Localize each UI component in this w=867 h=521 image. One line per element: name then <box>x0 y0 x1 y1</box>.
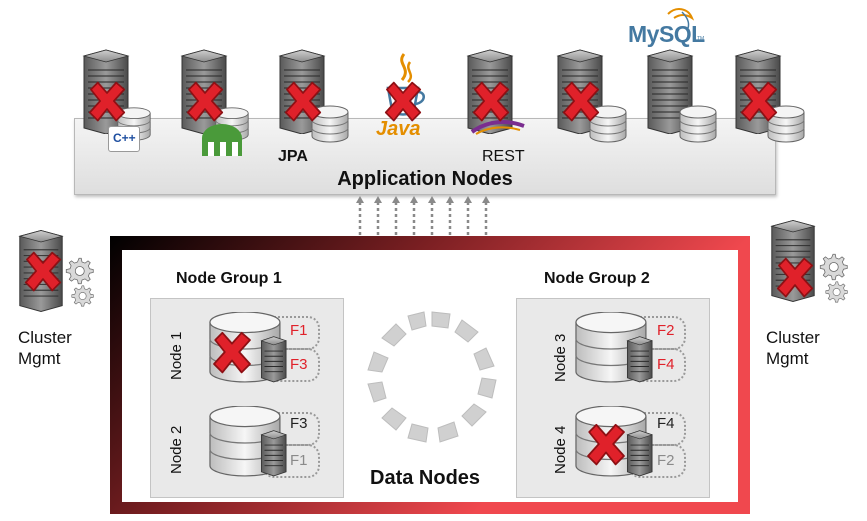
fragment-bracket <box>262 348 320 382</box>
node-1-label: Node 1 <box>168 331 185 380</box>
gear-icon <box>70 284 94 308</box>
failed-x-icon <box>582 420 630 468</box>
failed-x-icon <box>208 328 256 376</box>
cluster-mgmt-left: Cluster Mgmt <box>10 228 110 373</box>
java-badge-label: Java <box>376 118 421 140</box>
failed-x-icon <box>772 254 818 300</box>
app-server-rest: REST <box>462 48 546 166</box>
failed-x-icon <box>558 78 604 124</box>
mysql-trademark: TM <box>697 36 705 42</box>
node-3-fragment-2: F4 <box>657 356 675 373</box>
failed-x-icon <box>380 78 426 124</box>
mysql-logo-text: MySQL <box>628 21 705 47</box>
node-group-1-title: Node Group 1 <box>176 270 282 287</box>
cpp-badge-label: C++ <box>113 131 136 145</box>
cluster-mgmt-left-line1: Cluster <box>18 328 72 347</box>
database-icon <box>678 104 718 144</box>
mysql-server-1 <box>552 48 636 154</box>
fragment-bracket <box>262 444 320 478</box>
failed-x-icon <box>280 78 326 124</box>
rest-label: REST <box>482 148 525 165</box>
data-node-icon <box>571 312 655 384</box>
node-4-label: Node 4 <box>552 425 569 474</box>
mysql-logo: MySQL TM <box>628 6 708 48</box>
failed-x-icon <box>20 248 66 294</box>
node-4-fragment-2: F2 <box>657 452 675 469</box>
node-2-label: Node 2 <box>168 425 185 474</box>
node-3-fragment-1: F2 <box>657 322 675 339</box>
gear-icon <box>824 280 848 304</box>
app-server-nodejs <box>176 48 256 156</box>
failed-x-icon <box>468 78 514 124</box>
node-2-fragment-2: F1 <box>290 452 308 469</box>
cpp-badge-icon <box>108 126 140 152</box>
app-server-cpp: C++ <box>78 48 158 154</box>
fragment-bracket <box>628 348 686 382</box>
failed-x-icon <box>182 78 228 124</box>
application-nodes-title: Application Nodes <box>337 168 513 190</box>
data-node-icon <box>205 406 289 478</box>
cluster-mgmt-right-line2: Mgmt <box>766 349 809 368</box>
app-server-java: Java <box>372 48 436 154</box>
cluster-mgmt-right: Cluster Mgmt <box>760 218 860 378</box>
node-1-fragment-1: F1 <box>290 322 308 339</box>
node-2-fragment-1: F3 <box>290 415 308 432</box>
fragment-bracket <box>628 444 686 478</box>
rest-feather-icon <box>470 120 525 135</box>
mysql-server-2 <box>642 48 726 154</box>
replication-ring-icon <box>367 311 497 443</box>
node-group-2-title: Node Group 2 <box>544 270 650 287</box>
cluster-mgmt-right-line1: Cluster <box>766 328 820 347</box>
app-server-jpa: JPA <box>274 48 354 166</box>
failed-x-icon <box>84 78 130 124</box>
mysql-server-3 <box>730 48 814 154</box>
node-4-fragment-1: F4 <box>657 415 675 432</box>
gear-icon <box>64 256 94 286</box>
failed-x-icon <box>736 78 782 124</box>
data-nodes-title: Data Nodes <box>370 467 481 489</box>
nodejs-icon <box>202 124 242 156</box>
cluster-mgmt-left-line2: Mgmt <box>18 349 61 368</box>
node-3-label: Node 3 <box>552 333 569 382</box>
connection-arrows <box>356 196 490 236</box>
node-1-fragment-2: F3 <box>290 356 308 373</box>
dolphin-icon <box>667 8 695 29</box>
jpa-label: JPA <box>278 148 308 165</box>
gear-icon <box>818 252 848 282</box>
